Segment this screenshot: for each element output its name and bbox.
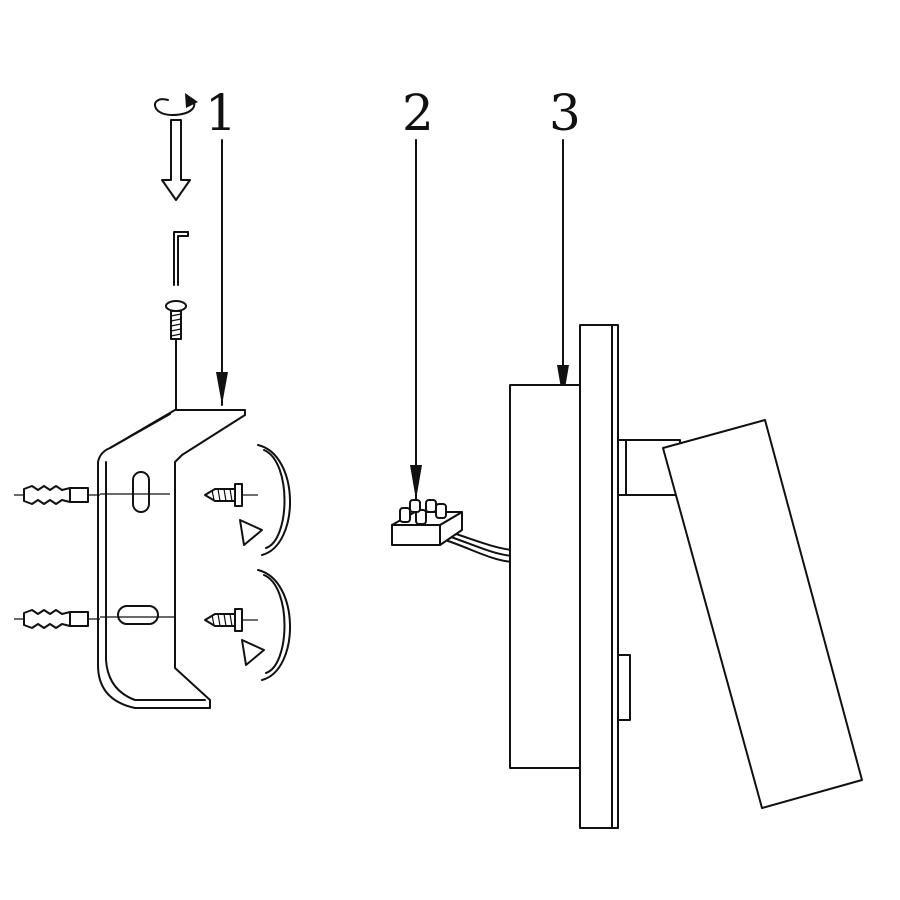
clockwise-arrow-icon-bottom (241, 569, 291, 681)
callout-label-1: 1 (205, 84, 237, 142)
wall-anchor-top (14, 485, 100, 505)
allen-key-icon (173, 231, 189, 286)
rotate-arrow-icon (154, 93, 198, 116)
leader-3 (557, 139, 569, 401)
screw-icon (165, 300, 187, 411)
mounting-bracket (97, 409, 246, 709)
wall-lamp (509, 324, 863, 829)
callout-label-2: 2 (402, 84, 434, 142)
wood-screw-bottom (204, 608, 258, 632)
wall-anchor-bottom (14, 609, 100, 629)
leader-2 (410, 139, 422, 501)
clockwise-arrow-icon-top (239, 444, 291, 556)
leader-1 (216, 139, 228, 406)
terminal-block (391, 499, 513, 563)
down-arrow-icon (161, 119, 191, 201)
callout-label-3: 3 (549, 84, 581, 142)
wood-screw-top (204, 483, 258, 507)
